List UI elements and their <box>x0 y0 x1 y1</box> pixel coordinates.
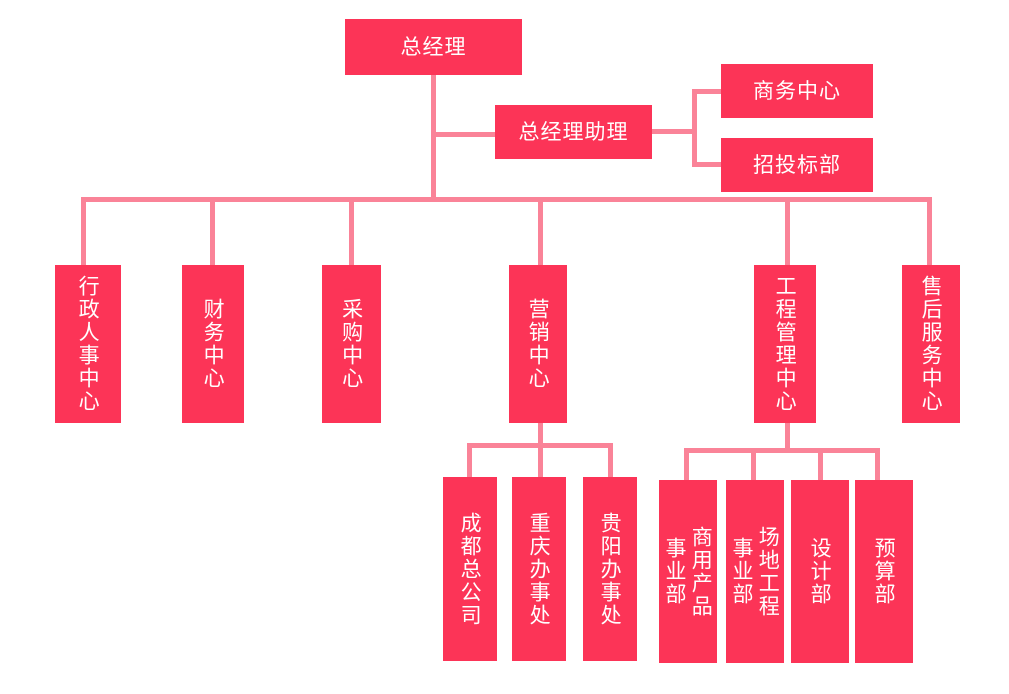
connector-drop-finance <box>210 197 215 267</box>
connector-assistant-stub-right <box>650 129 694 134</box>
node-label-engineering-mgmt-center: 工程管理中心 <box>773 275 798 413</box>
connector-drop-admin-hr <box>81 197 86 267</box>
connector-drop-aftersales <box>927 197 932 267</box>
node-label-finance-center: 财务中心 <box>201 298 226 390</box>
connector-drop-guiyang <box>608 443 613 479</box>
node-label-business-center: 商务中心 <box>753 78 841 103</box>
node-label-gm-assistant: 总经理助理 <box>518 119 629 144</box>
node-label-site-engineering-division: 场地工程 事业部 <box>730 525 781 618</box>
node-label-commercial-product-division: 商用产品 事业部 <box>663 525 714 618</box>
node-label-marketing-center: 营销中心 <box>526 298 551 390</box>
connector-assistant-riser <box>692 89 697 167</box>
connector-drop-marketing <box>538 197 543 267</box>
connector-drop-chengdu <box>467 443 472 479</box>
connector-to-bidding-dept <box>692 162 723 167</box>
node-finance-center[interactable]: 财务中心 <box>182 265 244 423</box>
node-guiyang-office[interactable]: 贵阳办事处 <box>583 477 637 661</box>
node-label-budget-dept: 预算部 <box>872 537 897 606</box>
node-label-chongqing-office: 重庆办事处 <box>527 511 552 627</box>
node-label-general-manager: 总经理 <box>400 34 467 59</box>
connector-drop-design <box>818 448 823 482</box>
node-label-procurement-center: 采购中心 <box>339 298 364 390</box>
node-commercial-product-division[interactable]: 商用产品 事业部 <box>659 480 717 663</box>
node-aftersales-center[interactable]: 售后服务中心 <box>902 265 960 423</box>
node-general-manager[interactable]: 总经理 <box>345 19 522 75</box>
node-gm-assistant[interactable]: 总经理助理 <box>495 105 652 159</box>
connector-drop-commercial-product <box>684 448 689 482</box>
node-label-bidding-dept: 招投标部 <box>753 152 841 177</box>
node-admin-hr-center[interactable]: 行政人事中心 <box>55 265 121 423</box>
node-budget-dept[interactable]: 预算部 <box>855 480 913 663</box>
node-marketing-center[interactable]: 营销中心 <box>509 265 567 423</box>
node-chengdu-head-office[interactable]: 成都总公司 <box>443 477 497 661</box>
connector-drop-procurement <box>349 197 354 267</box>
connector-drop-site-engineering <box>751 448 756 482</box>
node-design-dept[interactable]: 设计部 <box>791 480 849 663</box>
connector-gm-to-assistant <box>431 132 497 137</box>
node-label-guiyang-office: 贵阳办事处 <box>598 511 623 627</box>
node-site-engineering-division[interactable]: 场地工程 事业部 <box>726 480 784 663</box>
node-bidding-dept[interactable]: 招投标部 <box>721 138 873 192</box>
connector-drop-chongqing <box>538 443 543 479</box>
connector-main-bus <box>81 197 932 202</box>
connector-marketing-trunk <box>538 421 543 447</box>
node-label-aftersales-center: 售后服务中心 <box>919 275 944 413</box>
node-label-chengdu-head-office: 成都总公司 <box>458 511 483 627</box>
node-business-center[interactable]: 商务中心 <box>721 64 873 118</box>
connector-engineering-bus <box>684 448 880 453</box>
node-label-design-dept: 设计部 <box>808 537 833 606</box>
node-chongqing-office[interactable]: 重庆办事处 <box>512 477 566 661</box>
connector-gm-trunk <box>431 74 436 200</box>
node-label-admin-hr-center: 行政人事中心 <box>76 275 101 413</box>
connector-drop-engineering <box>785 197 790 267</box>
connector-to-business-center <box>692 89 723 94</box>
connector-engineering-trunk <box>785 421 790 451</box>
node-procurement-center[interactable]: 采购中心 <box>322 265 381 423</box>
node-engineering-mgmt-center[interactable]: 工程管理中心 <box>754 265 816 423</box>
connector-drop-budget <box>875 448 880 482</box>
